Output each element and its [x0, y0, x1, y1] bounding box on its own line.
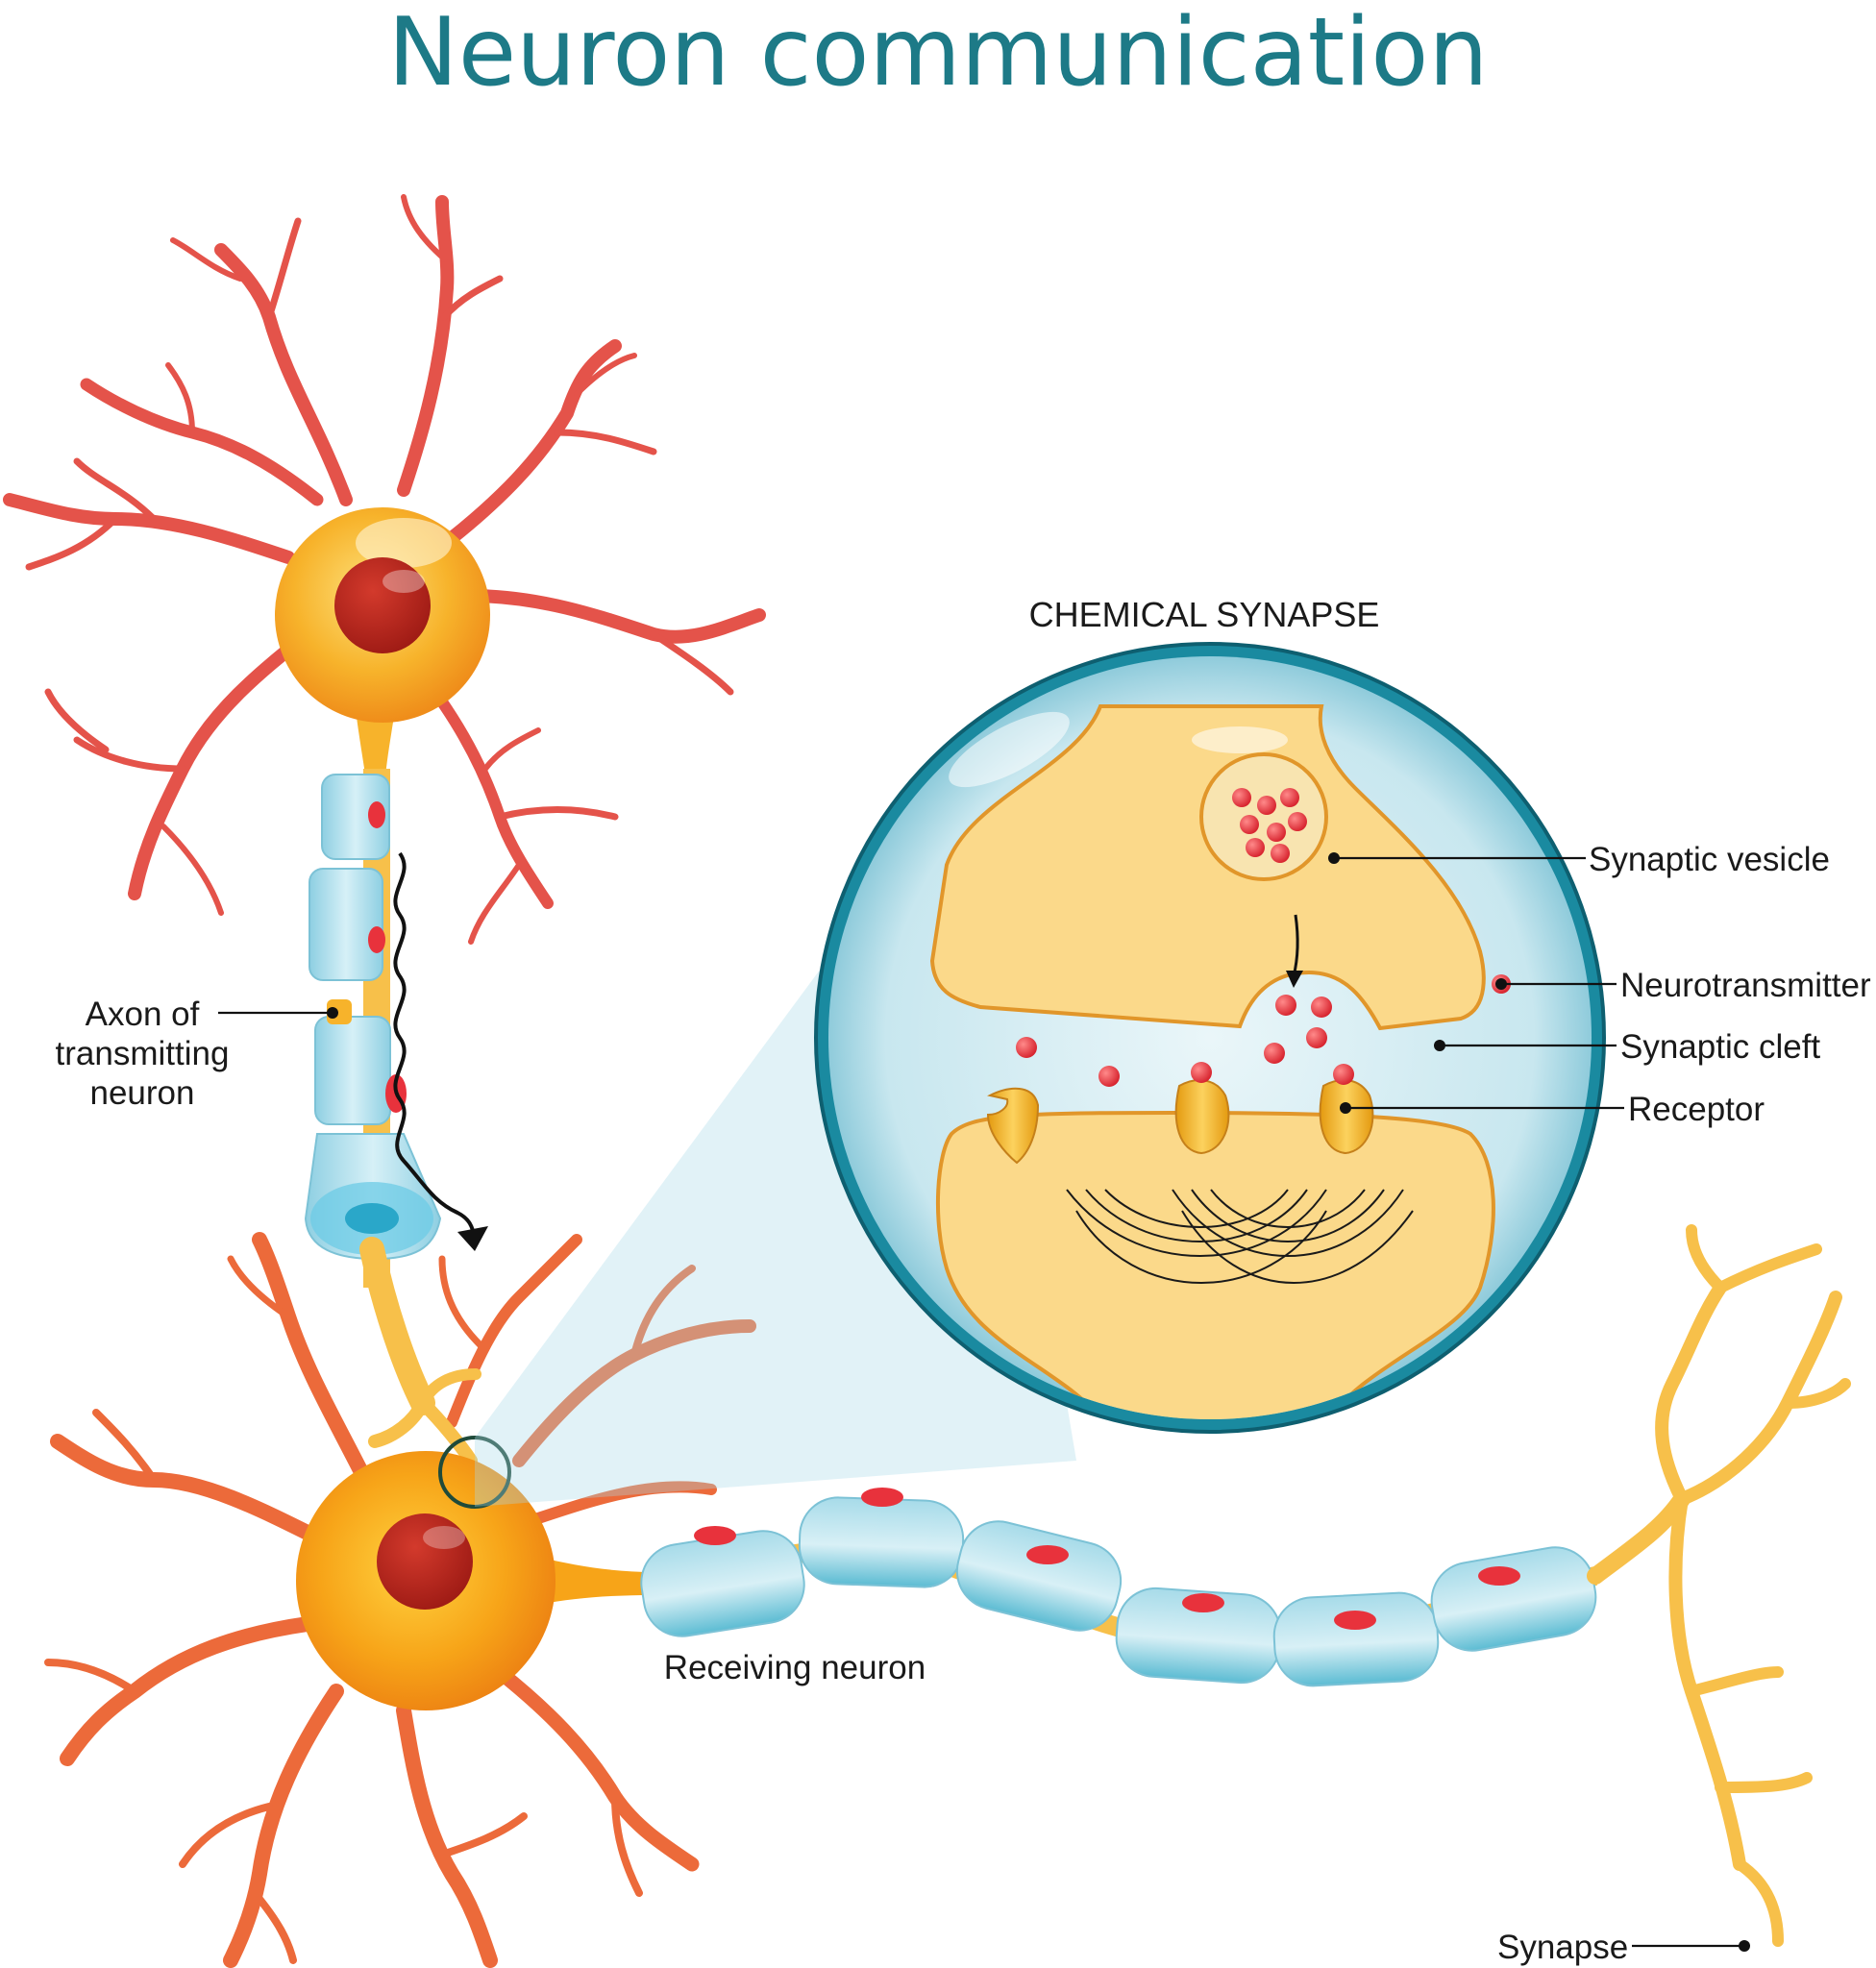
axon-terminals	[359, 1237, 481, 1467]
diagram-title: Neuron communication	[388, 0, 1489, 108]
myelin-segment-2	[309, 868, 383, 981]
label-axon-line1: Axon of	[86, 996, 200, 1033]
label-axon-line3: neuron	[90, 1074, 195, 1112]
nucleus-top	[334, 557, 431, 653]
receptor-1	[1174, 1079, 1230, 1155]
myelin-segment-h6	[1430, 1546, 1597, 1652]
myelin-segment-h5	[1272, 1591, 1440, 1687]
chemical-synapse-heading: CHEMICAL SYNAPSE	[1029, 595, 1380, 634]
synaptic-vesicle	[1199, 752, 1328, 881]
transmitting-neuron	[3, 194, 766, 1288]
dendrites-bottom	[44, 1232, 756, 1968]
signal-arcs	[1066, 1189, 1414, 1284]
axon-top	[304, 769, 442, 1288]
soma-highlight-top	[356, 518, 452, 568]
axon-hillock-bottom	[538, 1557, 654, 1605]
myelin-segment-h3	[955, 1520, 1123, 1632]
label-leaders	[218, 852, 1750, 1952]
label-axon-line2: transmitting	[56, 1035, 230, 1072]
receptor-2	[1319, 1079, 1374, 1155]
myelin-segment-3	[314, 1016, 391, 1125]
nucleus-highlight-top	[383, 570, 425, 593]
presynaptic-terminal	[929, 704, 1486, 1031]
label-synaptic-vesicle: Synaptic vesicle	[1589, 841, 1830, 878]
label-synaptic-cleft: Synaptic cleft	[1620, 1028, 1820, 1066]
axon-terminal-tree	[1587, 1224, 1851, 1947]
receptor-open	[986, 1087, 1040, 1165]
chemical-synapse-lens	[814, 642, 1606, 1434]
postsynaptic-terminal	[935, 1110, 1495, 1419]
axon-bottom	[640, 1488, 1597, 1687]
myelin-segment-h2	[798, 1496, 965, 1588]
nucleus-bottom	[377, 1513, 473, 1610]
label-receiving-neuron: Receiving neuron	[664, 1649, 926, 1686]
signal-direction-arrow	[393, 851, 488, 1251]
myelin-segment-1	[321, 774, 390, 860]
label-receptor: Receptor	[1628, 1091, 1765, 1128]
label-synapse: Synapse	[1497, 1929, 1628, 1966]
label-neurotransmitter: Neurotransmitter	[1620, 967, 1871, 1004]
magnified-synapse-marker	[438, 1436, 511, 1509]
